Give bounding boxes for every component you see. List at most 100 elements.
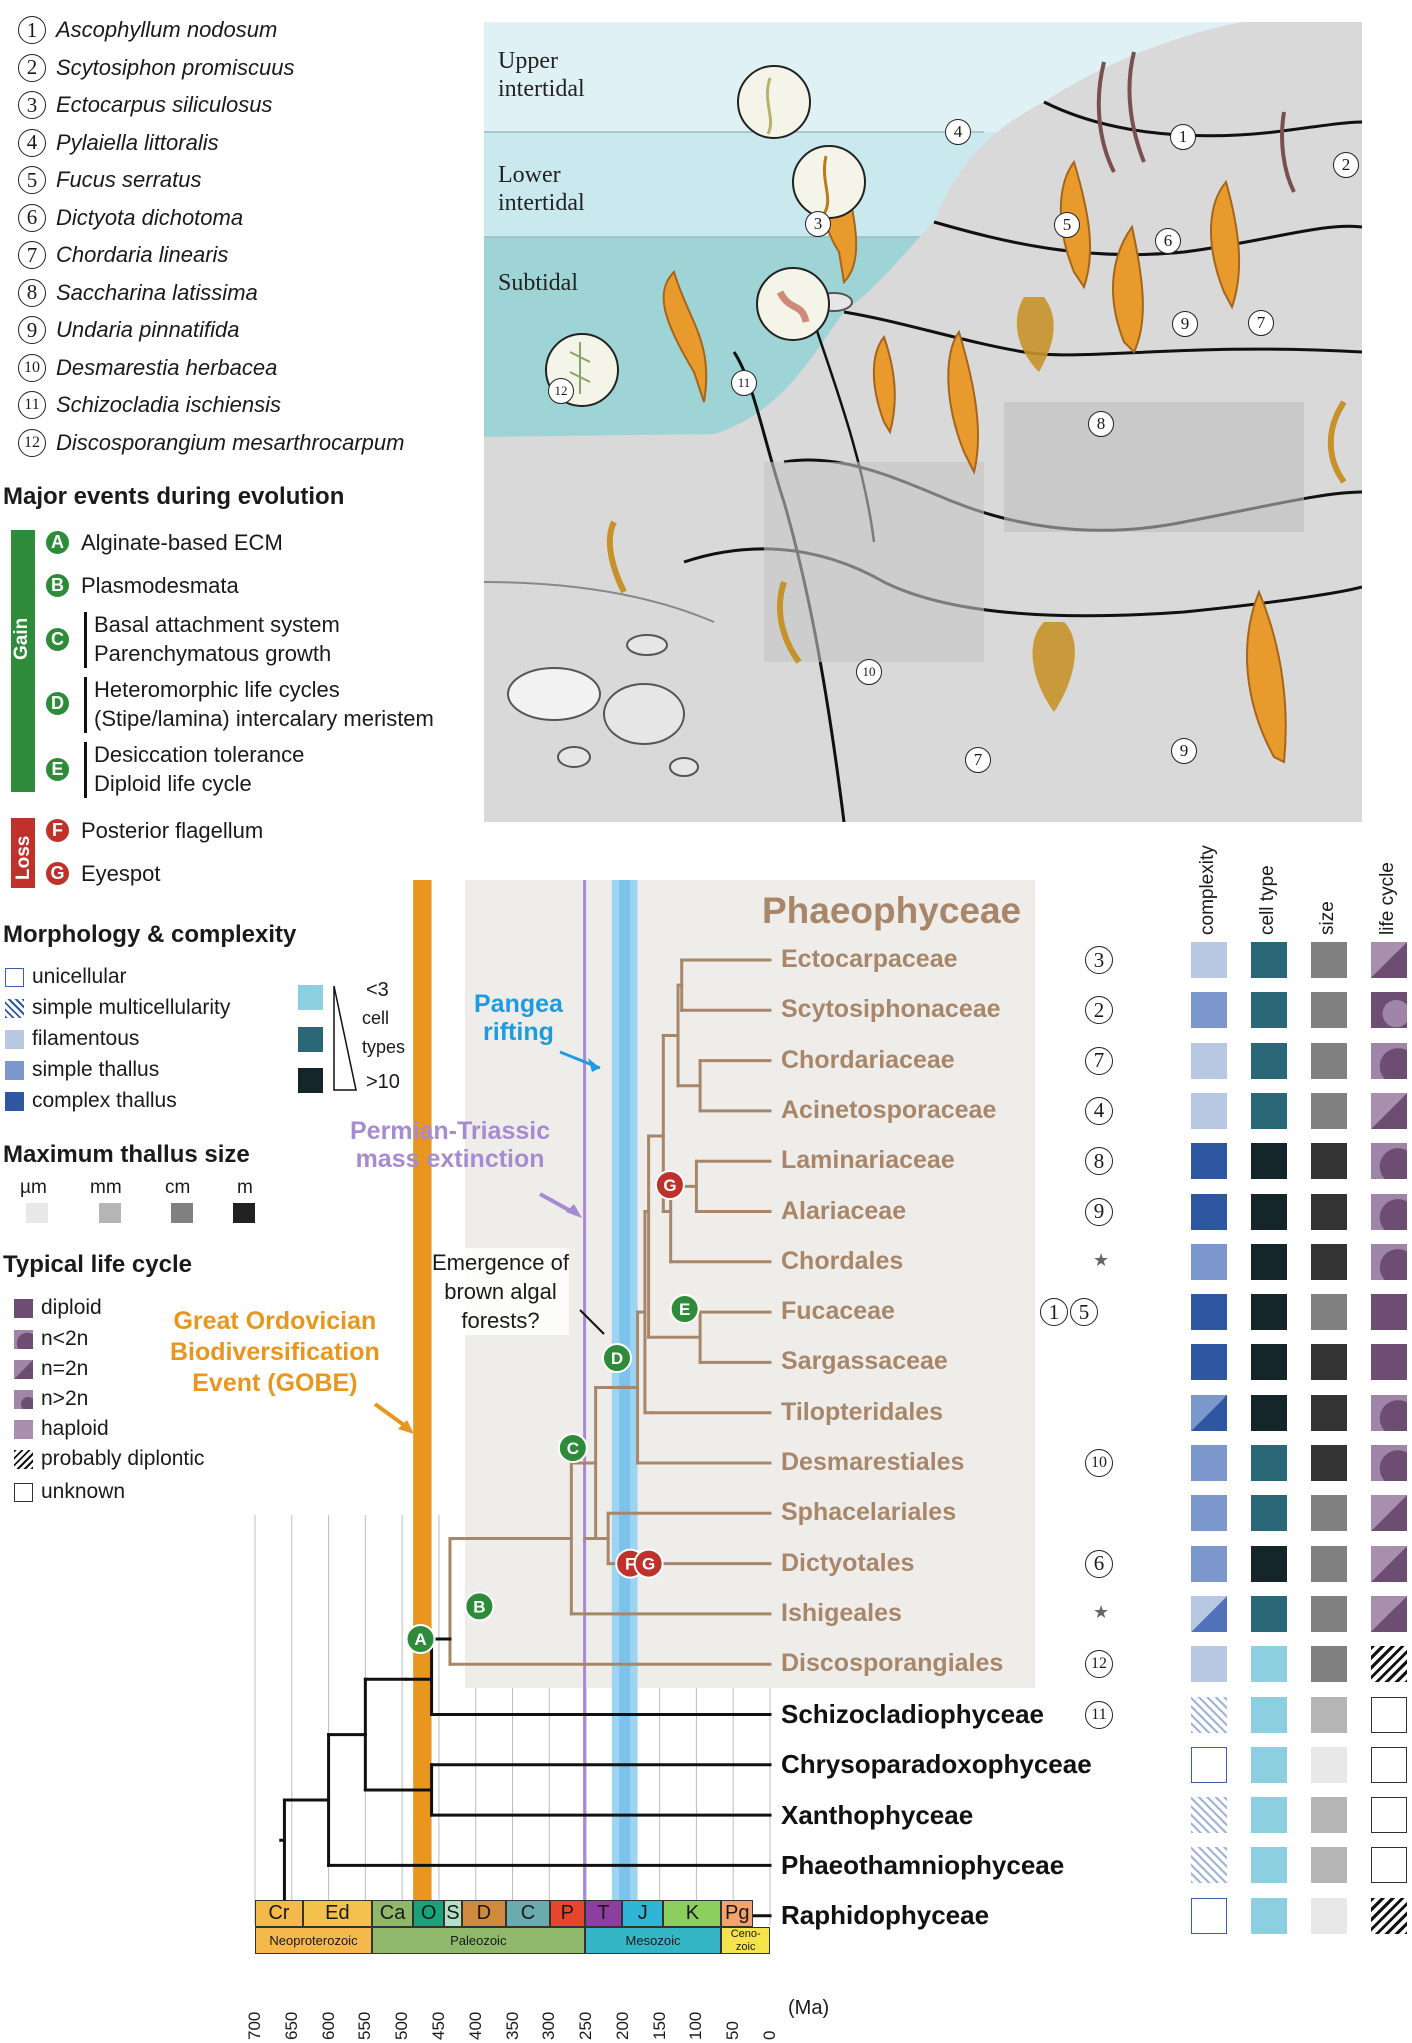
- species-number: 11: [18, 391, 46, 419]
- event-d-line2: (Stipe/lamina) intercalary meristem: [94, 706, 434, 731]
- species-name: Desmarestia herbacea: [56, 354, 278, 380]
- period-cell: S: [444, 1900, 462, 1927]
- species-name: Scytosiphon promiscuus: [56, 54, 295, 80]
- trait-cell: [1311, 1595, 1347, 1632]
- trait-cell: [1311, 1545, 1347, 1582]
- event-a-text: Alginate-based ECM: [81, 529, 283, 555]
- event-a-badge: A: [44, 529, 71, 556]
- permian-l2: mass extinction: [355, 1145, 545, 1173]
- family-label: Laminariaceae: [781, 1146, 955, 1175]
- species-number: 8: [18, 278, 46, 307]
- species-name: Chordaria linearis: [56, 242, 229, 267]
- trait-cell: [1251, 1696, 1287, 1733]
- trait-cell: [1311, 1193, 1347, 1230]
- time-tick: 50: [723, 2021, 743, 2040]
- tree-event-f-letter: F: [625, 1555, 635, 1574]
- swatch-n-gt-2n: [14, 1389, 33, 1409]
- class-label: Phaeothamniophyceae: [781, 1849, 1065, 1880]
- tree-event-a: [405, 1624, 436, 1655]
- species-name: Ascophyllum nodosum: [56, 17, 278, 42]
- scene-marker: 9: [1172, 311, 1198, 337]
- tree-event-b: [464, 1591, 495, 1622]
- row-species-marker: 8: [1085, 1147, 1113, 1176]
- time-tick: 250: [576, 2011, 596, 2040]
- tree-event-g1: [654, 1170, 685, 1200]
- trait-cell: [1191, 1595, 1227, 1632]
- swatch-complex-thallus: [5, 1091, 24, 1111]
- scene-marker: 11: [731, 370, 757, 396]
- trait-cell: [1371, 1696, 1407, 1733]
- class-label: Raphidophyceae: [781, 1900, 990, 1931]
- trait-cell: [1191, 1394, 1227, 1431]
- row-species-marker: 9: [1085, 1197, 1113, 1226]
- trait-cell: [1311, 1294, 1347, 1331]
- trait-cell: [1371, 1092, 1407, 1129]
- time-tick: 450: [428, 2011, 448, 2040]
- trait-cell: [1191, 1696, 1227, 1733]
- time-tick: 500: [392, 2011, 412, 2040]
- time-tick: 600: [318, 2011, 338, 2040]
- family-label: Scytosiphonaceae: [781, 995, 1001, 1024]
- trait-cell: [1191, 1495, 1227, 1532]
- habitat-scene: [484, 22, 1362, 822]
- event-f-badge: F: [44, 817, 71, 844]
- tree-event-g1-letter: G: [663, 1176, 676, 1195]
- pangea-l2: rifting: [483, 1018, 554, 1046]
- habitat-illustration: [484, 22, 1362, 822]
- event-b-badge: B: [44, 572, 71, 599]
- time-tick: 400: [465, 2011, 485, 2040]
- trait-cell: [1251, 1646, 1287, 1683]
- trait-cell: [1371, 1445, 1407, 1481]
- trait-cell: [1371, 1595, 1407, 1632]
- tree-event-a-letter: A: [414, 1630, 426, 1649]
- scene-marker: 3: [805, 211, 831, 237]
- family-label: Acinetosporaceae: [781, 1095, 997, 1124]
- trait-cell: [1251, 1042, 1287, 1079]
- trait-cell: [1191, 1545, 1227, 1582]
- event-g-text: Eyespot: [81, 860, 161, 886]
- celltype-high-swatch: [298, 1068, 323, 1093]
- celltype-wedge: [333, 985, 357, 1091]
- family-label: Ishigeales: [781, 1598, 902, 1627]
- scene-marker: 10: [856, 659, 882, 685]
- pangea-arrowhead: [588, 1058, 600, 1072]
- swatch-simple-multi: [5, 998, 24, 1018]
- class-label: Schizocladiophyceae: [781, 1699, 1044, 1729]
- trait-cell: [1251, 1294, 1287, 1331]
- events-title: Major events during evolution: [3, 483, 345, 510]
- row-species-marker: 10: [1085, 1449, 1113, 1477]
- time-unit: (Ma): [788, 1997, 830, 2019]
- celltype-types: types: [362, 1037, 406, 1057]
- lc-n-eq-2n: n=2n: [14, 1357, 88, 1381]
- celltype-low: <3: [366, 979, 389, 1001]
- event-c-line2: Parenchymatous growth: [94, 641, 332, 666]
- zone-lower-l1: Lower: [498, 162, 561, 188]
- trait-cell: [1311, 1445, 1347, 1481]
- trait-cell: [1311, 1797, 1347, 1834]
- event-g-badge: G: [44, 860, 71, 887]
- lc-diploid: diploid: [14, 1296, 102, 1320]
- period-cell: Cr: [255, 1900, 303, 1927]
- time-tick: 200: [612, 2011, 632, 2040]
- trait-cell: [1371, 1394, 1407, 1431]
- trait-cell: [1311, 1243, 1347, 1280]
- trait-cell: [1191, 992, 1227, 1029]
- species-number: 6: [18, 203, 46, 232]
- time-tick: 300: [539, 2011, 559, 2040]
- row-species-marker: 6: [1085, 1549, 1113, 1578]
- morph-complex-thallus: complex thallus: [5, 1089, 177, 1113]
- period-cell: K: [663, 1900, 722, 1927]
- morph-simple-multi-label: simple multicellularity: [32, 996, 231, 1019]
- tree-event-d-letter: D: [611, 1349, 623, 1368]
- forests-l2: brown algal: [444, 1279, 557, 1304]
- swatch-haploid: [14, 1419, 33, 1439]
- permian-l1: Permian-Triassic: [350, 1117, 551, 1145]
- size-cm: cm: [165, 1177, 191, 1198]
- trait-cell: [1311, 1646, 1347, 1683]
- family-label: Chordales: [781, 1246, 904, 1275]
- gobe-arrow: [373, 1402, 410, 1430]
- trait-cell: [1191, 1646, 1227, 1683]
